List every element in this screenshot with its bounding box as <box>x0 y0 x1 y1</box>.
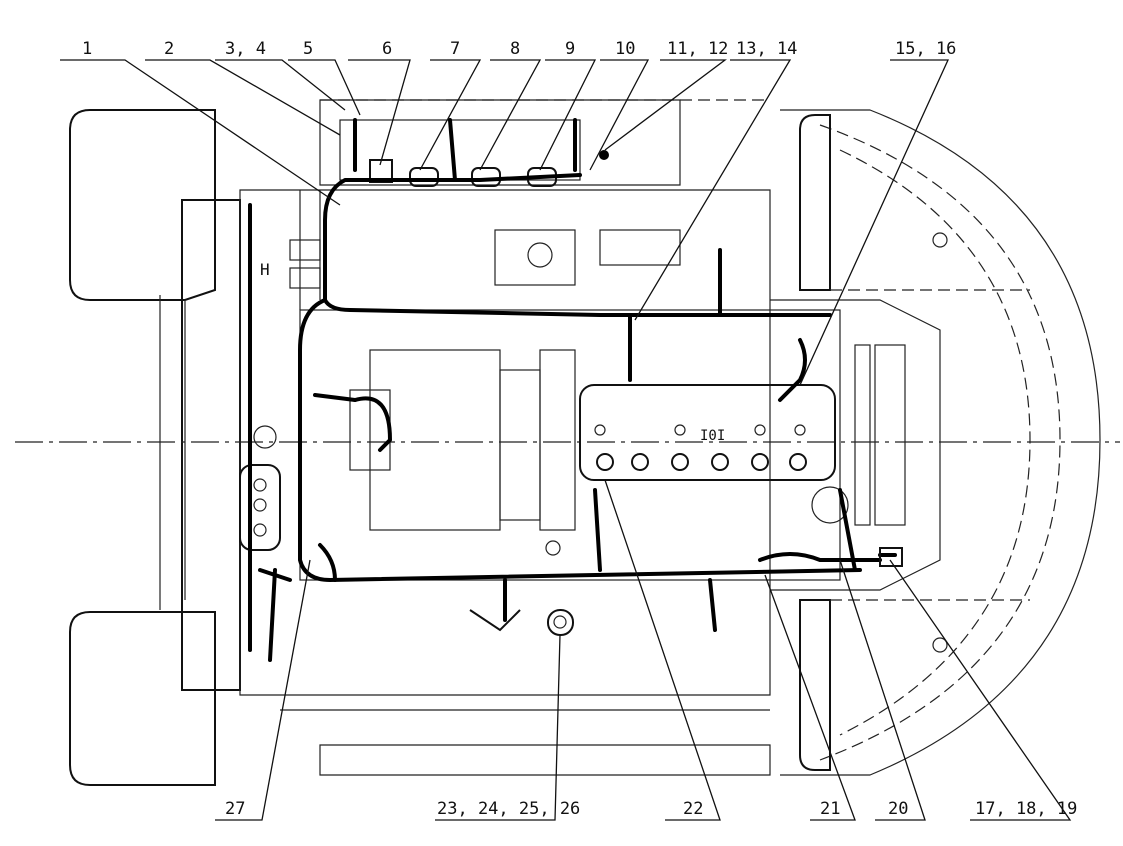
callout-7: 7 <box>450 39 460 59</box>
callout-10: 10 <box>615 39 635 59</box>
callout-21: 21 <box>820 799 840 819</box>
callout-2: 2 <box>164 39 174 59</box>
wiring-harness <box>248 118 903 662</box>
callout-20: 20 <box>888 799 908 819</box>
callout-8: 8 <box>510 39 520 59</box>
callout-23-26: 23, 24, 25, 26 <box>437 799 580 819</box>
callout-9: 9 <box>565 39 575 59</box>
callout-3-4: 3, 4 <box>225 39 266 59</box>
callout-5: 5 <box>303 39 313 59</box>
machine-outline <box>15 99 1120 786</box>
top-leader-lines <box>60 59 950 386</box>
bottom-callouts: 27 23, 24, 25, 26 22 21 20 17, 18, 19 <box>225 799 1077 819</box>
callout-1: 1 <box>82 39 92 59</box>
svg-text:H: H <box>260 260 270 279</box>
svg-text:I0I: I0I <box>700 428 725 444</box>
engine-block: I0I <box>299 229 906 581</box>
callout-6: 6 <box>382 39 392 59</box>
bottom-leader-lines <box>215 479 1072 821</box>
callout-17-19: 17, 18, 19 <box>975 799 1077 819</box>
callout-27: 27 <box>225 799 245 819</box>
front-console: H <box>239 239 321 551</box>
callout-15-16: 15, 16 <box>895 39 956 59</box>
callout-11-12: 11, 12 <box>667 39 728 59</box>
callout-13-14: 13, 14 <box>736 39 797 59</box>
callout-22: 22 <box>683 799 703 819</box>
top-callouts: 1 2 3, 4 5 6 7 8 9 10 11, 12 13, 14 15, … <box>82 39 956 59</box>
